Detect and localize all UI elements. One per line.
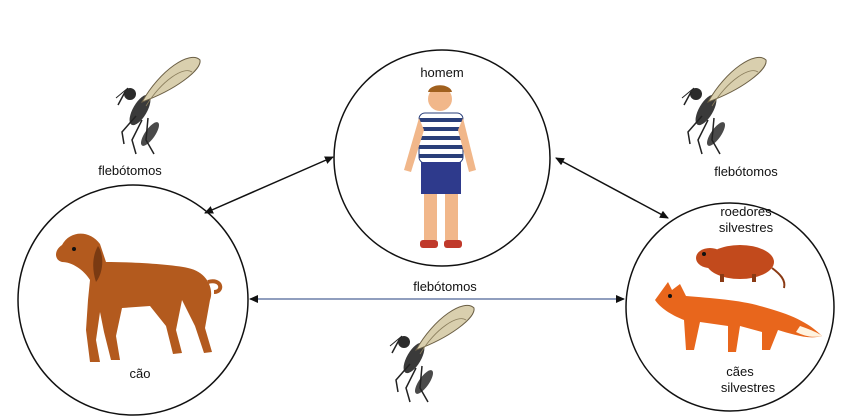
human-label: homem [420, 65, 463, 80]
arrow-human-dog [205, 157, 333, 213]
vector-label-bottom: flebótomos [413, 279, 477, 294]
rodent-icon [696, 245, 784, 288]
wild-bottom-label-line2: silvestres [721, 380, 776, 395]
dog-label: cão [130, 366, 151, 381]
dog-icon [56, 234, 220, 362]
arrow-human-wild [556, 158, 668, 218]
sandfly-icon [116, 57, 200, 154]
human-icon [404, 85, 476, 248]
vector-label-top-right: flebótomos [714, 164, 778, 179]
sandfly-icon [682, 57, 766, 154]
wild-bottom-label-line1: cães [726, 364, 754, 379]
fox-icon [655, 282, 822, 352]
sandfly-icon [390, 305, 474, 402]
wild-top-label-line1: roedores [720, 204, 772, 219]
wild-top-label-line2: silvestres [719, 220, 774, 235]
vector-label-top-left: flebótomos [98, 163, 162, 178]
